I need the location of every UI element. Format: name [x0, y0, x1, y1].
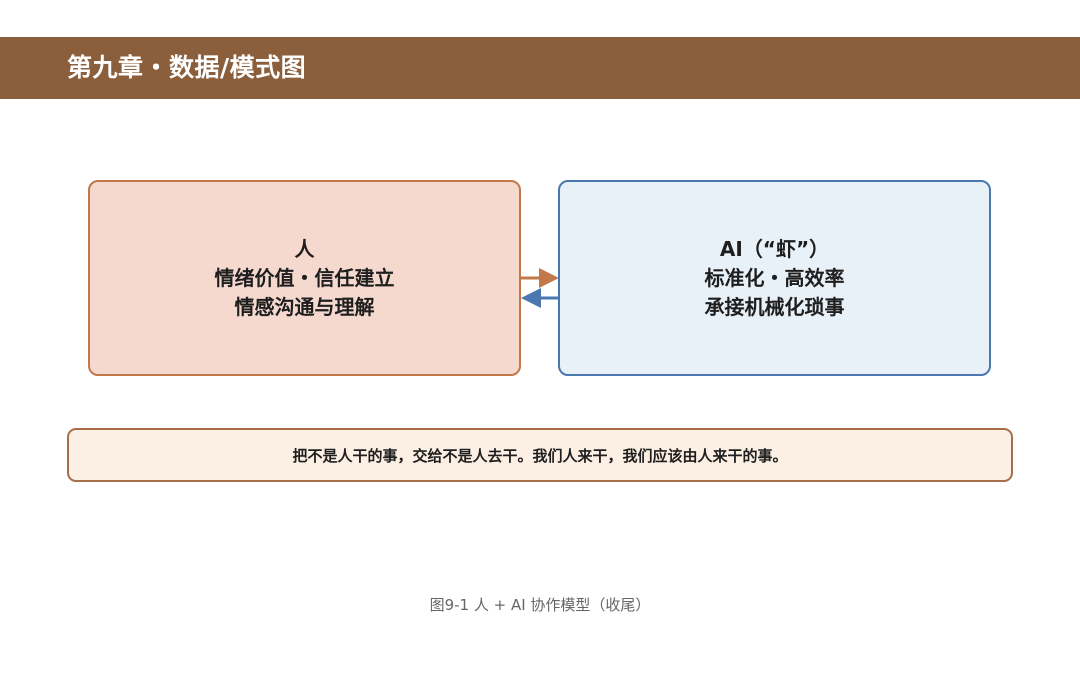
human-box-line-2: 情感沟通与理解: [234, 294, 375, 319]
human-box-line-1: 情绪价值・信任建立: [214, 265, 395, 290]
page-title: 第九章・数据/模式图: [67, 53, 307, 82]
human-box: 人 情绪价值・信任建立 情感沟通与理解: [88, 180, 521, 376]
header-bar: 第九章・数据/模式图: [0, 37, 1080, 99]
arrow-to-human: [521, 288, 561, 308]
human-box-title: 人: [294, 236, 315, 261]
ai-box-line-1: 标准化・高效率: [704, 265, 845, 290]
ai-box: AI（“虾”） 标准化・高效率 承接机械化琐事: [558, 180, 991, 376]
ai-box-title: AI（“虾”）: [719, 236, 830, 261]
figure-caption: 图9-1 人 + AI 协作模型（收尾）: [429, 596, 651, 614]
quote-text: 把不是人干的事，交给不是人去干。我们人来干，我们应该由人来干的事。: [292, 446, 788, 465]
ai-box-line-2: 承接机械化琐事: [704, 294, 845, 319]
bidirectional-arrows: [519, 268, 561, 308]
quote-bar: 把不是人干的事，交给不是人去干。我们人来干，我们应该由人来干的事。: [67, 428, 1013, 482]
arrow-to-ai: [519, 268, 559, 288]
